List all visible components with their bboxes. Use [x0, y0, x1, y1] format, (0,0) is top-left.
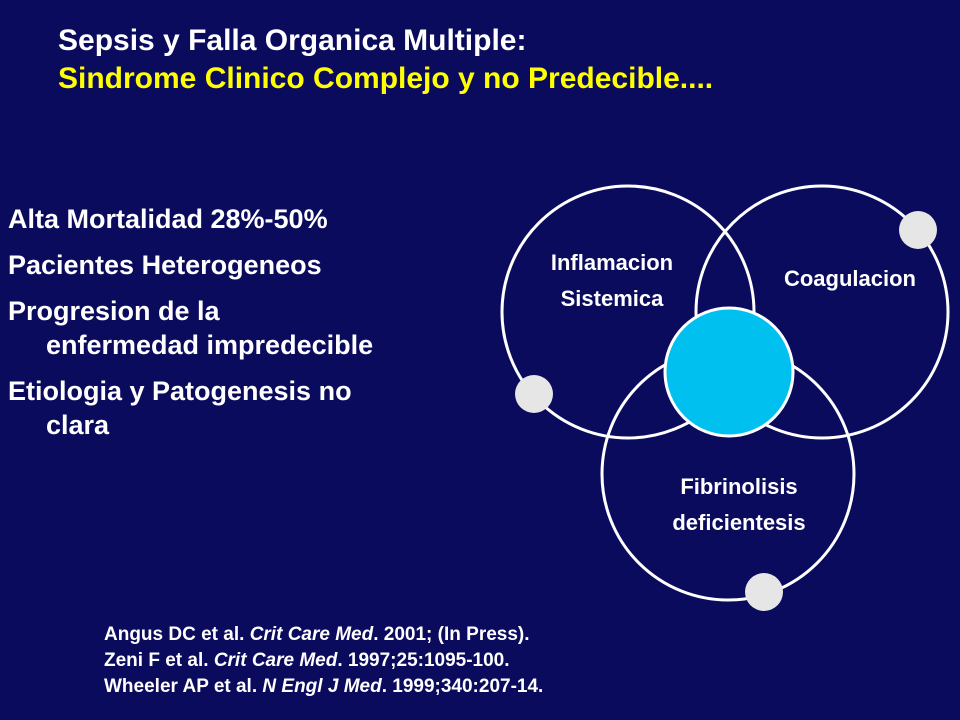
dot-marker: [899, 211, 937, 249]
dot-marker: [515, 375, 553, 413]
bullet-item-progresion: Progresion de la enfermedad impredecible: [8, 294, 508, 362]
reference-details: . 1999;340:207-14.: [381, 676, 544, 697]
reference-item: Wheeler AP et al. N Engl J Med. 1999;340…: [104, 674, 543, 700]
label-deficientesis: deficientesis: [672, 510, 805, 535]
reference-details: . 1997;25:1095-100.: [337, 650, 510, 671]
label-sistemica: Sistemica: [561, 286, 664, 311]
bullet-text: Alta Mortalidad 28%-50%: [8, 204, 328, 234]
circle-coagulacion: [694, 184, 950, 440]
slide-title: Sepsis y Falla Organica Multiple: Sindro…: [58, 22, 713, 98]
title-line-1: Sepsis y Falla Organica Multiple:: [58, 24, 527, 57]
references: Angus DC et al. Crit Care Med. 2001; (In…: [104, 622, 543, 700]
bullet-text: Pacientes Heterogeneos: [8, 250, 322, 280]
reference-item: Angus DC et al. Crit Care Med. 2001; (In…: [104, 622, 543, 648]
label-coagulacion: Coagulacion: [784, 266, 916, 291]
bullet-item-etiologia: Etiologia y Patogenesis no clara: [8, 374, 508, 442]
bullet-item-mortalidad: Alta Mortalidad 28%-50%: [8, 202, 508, 236]
reference-journal: Crit Care Med: [249, 624, 374, 645]
bullet-text: Etiologia y Patogenesis no: [8, 376, 352, 406]
reference-journal: Crit Care Med: [213, 650, 338, 671]
dot-marker: [745, 573, 783, 611]
bullet-list: Alta Mortalidad 28%-50% Pacientes Hetero…: [8, 202, 508, 454]
reference-details: . 2001; (In Press).: [373, 624, 530, 645]
reference-journal: N Engl J Med: [262, 676, 382, 697]
reference-author: Angus DC et al.: [104, 624, 250, 645]
center-overlap-circle: [663, 306, 795, 438]
reference-author: Zeni F et al.: [104, 650, 214, 671]
reference-author: Wheeler AP et al.: [104, 676, 263, 697]
bullet-text-continuation: enfermedad impredecible: [46, 330, 374, 360]
reference-item: Zeni F et al. Crit Care Med. 1997;25:109…: [104, 648, 543, 674]
label-inflamacion: Inflamacion: [551, 250, 673, 275]
bullet-text-continuation: clara: [46, 410, 110, 440]
bullet-text: Progresion de la: [8, 296, 220, 326]
label-fibrinolisis: Fibrinolisis: [680, 474, 797, 499]
bullet-item-pacientes: Pacientes Heterogeneos: [8, 248, 508, 282]
title-line-2: Sindrome Clinico Complejo y no Predecibl…: [58, 62, 714, 95]
